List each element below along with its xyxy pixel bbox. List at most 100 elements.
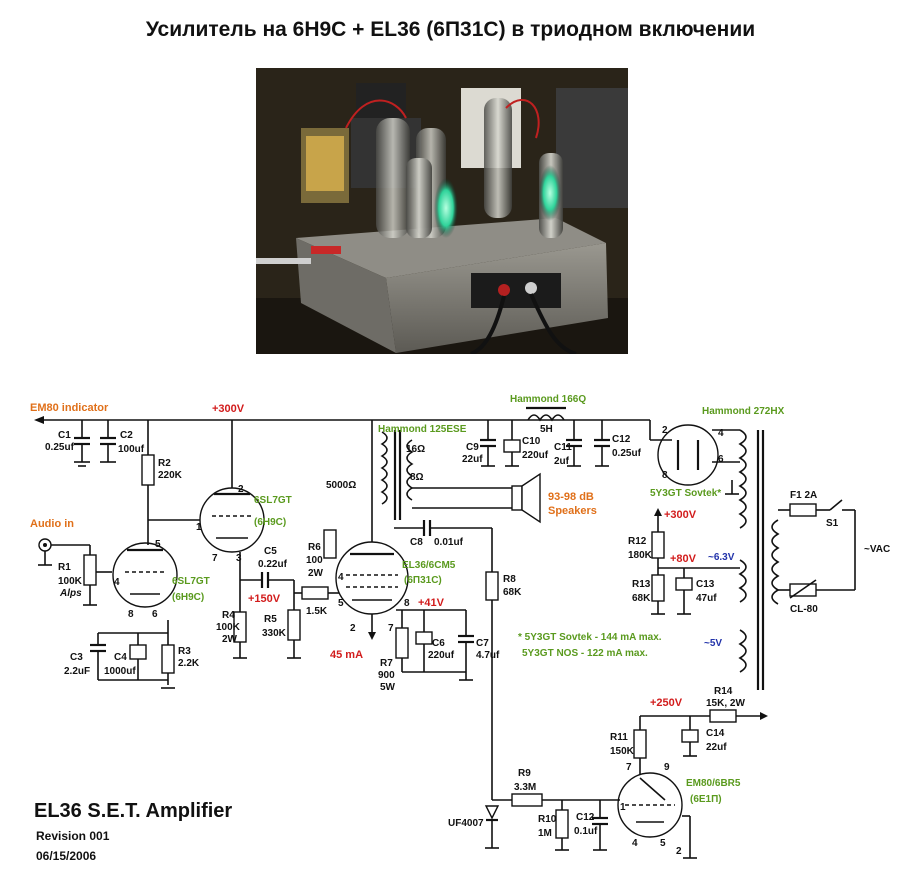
svg-text:8: 8 <box>404 598 410 609</box>
label-c11v: 2uf <box>554 456 570 467</box>
label-c14: C14 <box>706 728 725 739</box>
label-c14v: 22uf <box>706 742 727 753</box>
label-speakers-db: 93-98 dB <box>548 491 594 503</box>
label-c8: C8 <box>410 537 423 548</box>
label-audio-in: Audio in <box>30 518 74 530</box>
ht-winding <box>738 429 747 529</box>
svg-text:3: 3 <box>236 553 242 564</box>
svg-text:5: 5 <box>338 598 344 609</box>
label-r11: R11 <box>610 732 628 743</box>
em80-arrow-icon <box>34 416 44 424</box>
output-transformer-primary <box>380 431 388 505</box>
svg-text:1: 1 <box>620 802 626 813</box>
label-c1v: 0.25uf <box>45 442 75 453</box>
label-c2v: 100uf <box>118 444 145 455</box>
svg-text:7: 7 <box>388 623 394 634</box>
label-cl80: CL-80 <box>790 604 818 615</box>
label-em80-ru: (6E1П) <box>690 794 722 805</box>
label-c6: C6 <box>432 638 445 649</box>
label-ohm5000: 5000Ω <box>326 480 356 491</box>
label-c5: C5 <box>264 546 277 557</box>
label-b300-top: +300V <box>212 403 245 415</box>
label-hammond-1660: Hammond 166Q <box>510 394 586 405</box>
label-l5h: 5H <box>540 424 553 435</box>
amplifier-photo-drawing <box>256 68 628 354</box>
label-r7w: 5W <box>380 682 396 693</box>
label-uf4007: UF4007 <box>448 818 484 829</box>
label-r9: R9 <box>518 768 531 779</box>
footer-date: 06/15/2006 <box>36 849 97 863</box>
label-r7: R7 <box>380 658 393 669</box>
label-c4: C4 <box>114 652 127 663</box>
label-r11v: 150K <box>610 746 635 757</box>
svg-text:7: 7 <box>626 762 632 773</box>
label-speakers: Speakers <box>548 505 597 517</box>
page-title: Усилитель на 6Н9С + EL36 (6П31С) в триод… <box>145 18 756 41</box>
label-c1: C1 <box>58 430 71 441</box>
label-c2: C2 <box>120 430 133 441</box>
label-r8: R8 <box>503 574 516 585</box>
label-el36: EL36/6CM5 <box>402 560 456 571</box>
label-c10v: 220uf <box>522 450 549 461</box>
fuse-icon <box>789 503 817 517</box>
label-b80: +80V <box>670 553 697 565</box>
label-c8v: 0.01uf <box>434 537 464 548</box>
svg-text:6: 6 <box>718 454 724 465</box>
label-r6w: 2W <box>308 568 324 579</box>
label-r13: R13 <box>632 579 651 590</box>
label-el36-ru: (6П31С) <box>404 575 442 586</box>
choke-coil-icon <box>527 414 565 422</box>
label-c5v: 0.22uf <box>258 559 288 570</box>
schematic-diagram: EM80 indicator +300V C1 0.25uf C2 100uf … <box>30 394 890 859</box>
rectifier-tube <box>657 424 719 486</box>
label-r14: R14 <box>714 686 733 697</box>
label-v1a-ru: (6H9C) <box>254 517 286 528</box>
speaker-icon <box>511 485 523 511</box>
label-r12v: 180K <box>628 550 653 561</box>
label-r9v: 3.3M <box>514 782 536 793</box>
label-s1: S1 <box>826 518 839 529</box>
label-r1v: 100K <box>58 576 83 587</box>
label-c3v: 2.2uF <box>64 666 90 677</box>
label-ma45: 45 mA <box>330 649 363 661</box>
svg-text:1: 1 <box>196 522 202 533</box>
label-r2v: 220K <box>158 470 183 481</box>
label-r15k: 1.5K <box>306 606 328 617</box>
label-ohm16: 16Ω <box>406 444 425 455</box>
label-r8v: 68K <box>503 587 522 598</box>
label-c3: C3 <box>70 652 83 663</box>
label-v1b: 6SL7GT <box>172 576 210 587</box>
label-c12b: C12 <box>576 812 595 823</box>
label-r4: R4 <box>222 610 235 621</box>
label-c6v: 220uf <box>428 650 455 661</box>
svg-text:7: 7 <box>212 553 218 564</box>
label-r5: R5 <box>264 614 277 625</box>
svg-text:2: 2 <box>676 846 682 857</box>
svg-text:5: 5 <box>660 838 666 849</box>
svg-text:8: 8 <box>128 609 134 620</box>
label-c12v: 0.25uf <box>612 448 642 459</box>
svg-text:4: 4 <box>632 838 638 849</box>
label-em80: EM80/6BR5 <box>686 778 741 789</box>
footer-title: EL36 S.E.T. Amplifier <box>34 800 233 822</box>
label-b300-ps: +300V <box>664 509 697 521</box>
svg-text:6: 6 <box>152 609 158 620</box>
label-r10: R10 <box>538 814 557 825</box>
label-c4v: 1000uf <box>104 666 136 677</box>
svg-text:2: 2 <box>238 484 244 495</box>
label-c7v: 4.7uf <box>476 650 500 661</box>
label-v1b-ru: (6H9C) <box>172 592 204 603</box>
svg-text:4: 4 <box>338 572 344 583</box>
label-v63: ~6.3V <box>708 552 735 563</box>
label-r14v: 15K, 2W <box>706 698 745 709</box>
label-r5v: 330K <box>262 628 287 639</box>
label-r3: R3 <box>178 646 191 657</box>
label-c9v: 22uf <box>462 454 483 465</box>
label-c12: C12 <box>612 434 631 445</box>
label-r3v: 2.2K <box>178 658 200 669</box>
label-c12bv: 0.1uf <box>574 826 598 837</box>
output-transformer-secondary <box>406 439 414 501</box>
label-b250: +250V <box>650 697 683 709</box>
label-r12: R12 <box>628 536 647 547</box>
svg-text:8: 8 <box>662 470 668 481</box>
